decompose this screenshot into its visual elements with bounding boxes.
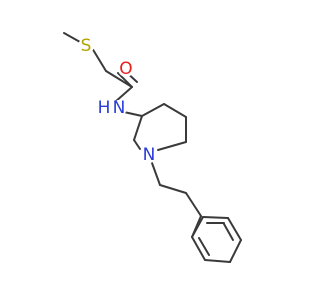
bond-phenyl-inner-2: [223, 223, 234, 241]
bond-carbonyl-oxygen-1: [117, 72, 133, 88]
bond-ring-c6-n1: [157, 141, 187, 151]
bond-group: [63, 32, 242, 263]
bond-ring-c2-c3: [133, 115, 143, 141]
ring-nitrogen-atom-label: N: [143, 145, 156, 165]
bond-chain2-chain3: [185, 192, 202, 217]
amide-nitrogen-atom-label: N: [113, 98, 126, 118]
atom-labels: S O N H N: [78, 36, 157, 165]
structure-drawing: S O N H N: [63, 32, 242, 263]
molecule-canvas: S O N H N: [63, 32, 242, 263]
bond-phenyl-4: [227, 217, 242, 241]
bond-phenyl-5: [202, 216, 229, 219]
bond-n1-chain1: [151, 162, 161, 186]
bond-phenyl-inner-1: [198, 237, 210, 256]
oxygen-label-bg: [118, 61, 134, 77]
sulfur-atom-label: S: [81, 36, 92, 56]
bond-phenyl-3: [229, 239, 242, 263]
bond-sulfur-methylene: [91, 47, 107, 72]
bond-nitrogen-ring: [123, 111, 143, 117]
bond-methylene-carbonyl: [105, 70, 133, 88]
bond-ring-n1-c2: [133, 139, 141, 150]
amide-nitrogen-label-bg: [111, 100, 127, 116]
amide-hydrogen-atom-label: H: [98, 98, 111, 118]
sulfur-label-bg: [78, 38, 94, 54]
ring-nitrogen-label-bg: [141, 147, 157, 163]
bond-carbonyl-nitrogen: [114, 86, 133, 103]
bond-ring-c4-c5: [163, 103, 187, 118]
bond-methyl-sulfur: [63, 32, 81, 43]
bond-chain1-chain2: [159, 184, 187, 194]
bond-phenyl-1: [191, 236, 206, 261]
bond-ring-c3-c4: [141, 103, 165, 117]
oxygen-atom-label: O: [119, 59, 132, 79]
bond-phenyl-6: [191, 216, 204, 238]
bond-phenyl-2: [204, 259, 231, 263]
